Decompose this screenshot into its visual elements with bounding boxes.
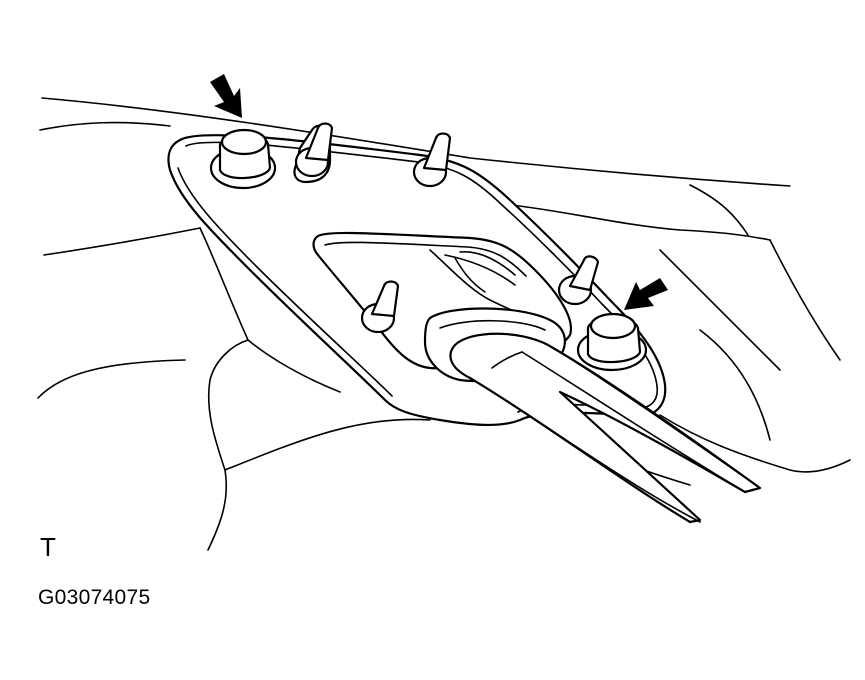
bolt-icon — [209, 128, 277, 190]
stud-icon — [360, 280, 400, 334]
orientation-mark: T — [40, 532, 56, 562]
bolt-icon — [576, 312, 648, 372]
arrow-pointer-icon — [624, 278, 668, 310]
stud-icon — [557, 255, 600, 306]
figure-id: G03074075 — [38, 586, 151, 609]
arrow-pointer-icon — [210, 74, 242, 118]
stud-icon — [293, 122, 334, 184]
cable — [449, 332, 762, 524]
stud-icon — [412, 132, 452, 188]
